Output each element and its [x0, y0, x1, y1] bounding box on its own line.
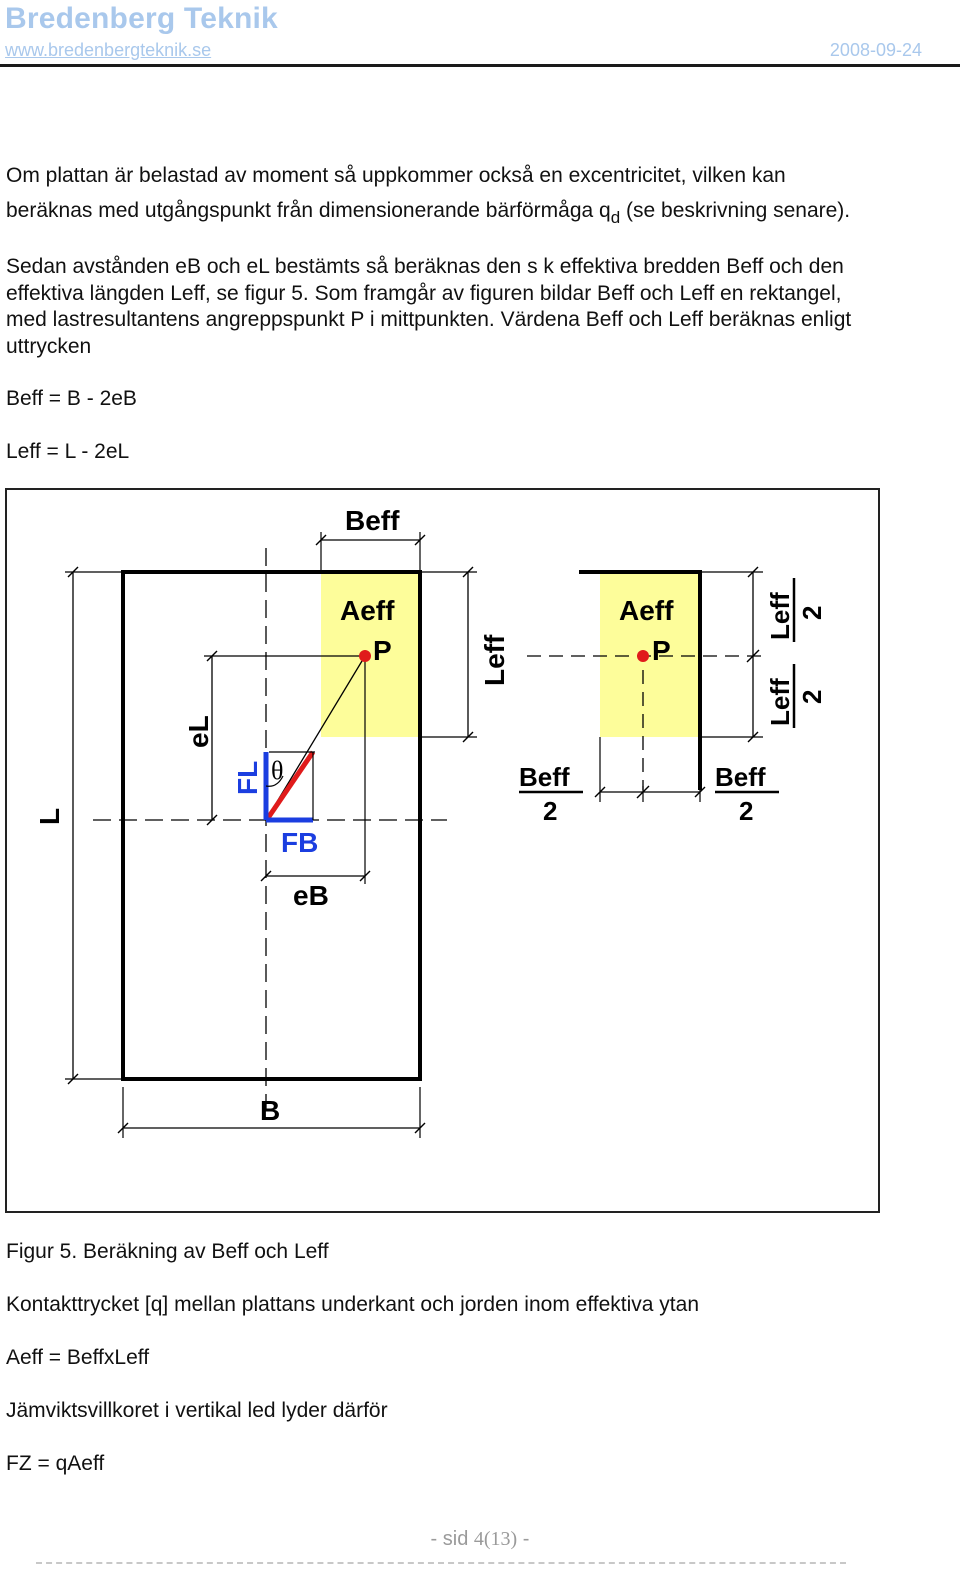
label-leff-half-bot-num: Leff [765, 678, 795, 726]
equation-leff: Leff = L - 2eL [6, 440, 130, 463]
footer-suffix: - [517, 1528, 530, 1550]
header-rule [0, 64, 960, 67]
label-leff: Leff [479, 634, 510, 686]
dim-leff-half-mid-tick [746, 649, 760, 663]
figure-5: Beff L B Leff eL eB FL θ FB Aeff P Aeff … [5, 488, 880, 1213]
label-eb: eB [293, 880, 329, 911]
paragraph-2-line-1: Sedan avstånden eB och eL bestämts så be… [6, 255, 844, 278]
equation-aeff: Aeff = BeffxLeff [6, 1346, 150, 1369]
label-aeff-right: Aeff [619, 595, 674, 626]
equation-fz: FZ = qAeff [6, 1452, 105, 1475]
label-beff-half-left-num: Beff [519, 762, 570, 792]
label-b: B [260, 1095, 280, 1126]
footer-rule [36, 1562, 846, 1564]
label-beff-half-right-den: 2 [739, 796, 753, 826]
label-el: eL [183, 715, 214, 748]
label-leff-half-bot-den: 2 [797, 690, 827, 704]
label-leff-half-top-num: Leff [765, 592, 795, 640]
paragraph-1-text-a: beräknas med utgångspunkt från dimension… [6, 199, 611, 222]
label-beff-top: Beff [345, 505, 400, 536]
label-beff-half-left-den: 2 [543, 796, 557, 826]
theta-arc [265, 775, 284, 787]
page-footer: - sid 4(13) - [0, 1528, 960, 1551]
effective-area-right [600, 572, 700, 737]
figure-5-drawing: Beff L B Leff eL eB FL θ FB Aeff P Aeff … [34, 505, 827, 1138]
figure-caption: Figur 5. Beräkning av Beff och Leff [6, 1240, 329, 1263]
footer-page-number: 4(13) [473, 1528, 518, 1550]
plate-outline [121, 570, 422, 1081]
footer-prefix: - sid [430, 1528, 474, 1550]
label-theta: θ [271, 756, 283, 785]
subscript-d: d [610, 208, 621, 227]
paragraph-1-text-b: (se beskrivning senare). [620, 199, 851, 222]
resultant-arrow [265, 750, 316, 820]
label-p-right: P [652, 635, 671, 666]
point-p-right [637, 650, 649, 662]
paragraph-2-line-3: med lastresultantens angreppspunkt P i m… [6, 308, 852, 331]
header-url-link[interactable]: www.bredenbergteknik.se [5, 40, 212, 60]
paragraph-1-line-2: beräknas med utgångspunkt från dimension… [6, 198, 851, 227]
header-date: 2008-09-24 [829, 40, 922, 60]
label-aeff-left: Aeff [340, 595, 395, 626]
label-beff-half-right-num: Beff [715, 762, 766, 792]
equation-beff: Beff = B - 2eB [6, 387, 137, 410]
paragraph-1-line-1: Om plattan är belastad av moment så uppk… [6, 164, 786, 187]
point-p-left [359, 650, 371, 662]
paragraph-4: Jämviktsvillkoret i vertikal led lyder d… [6, 1399, 388, 1422]
label-fb: FB [281, 827, 318, 858]
label-fl: FL [232, 761, 263, 795]
paragraph-2-line-4: uttrycken [6, 335, 92, 358]
paragraph-2-line-2: effektiva längden Leff, se figur 5. Som … [6, 282, 842, 305]
label-leff-half-top-den: 2 [797, 606, 827, 620]
paragraph-3: Kontakttrycket [q] mellan plattans under… [6, 1293, 699, 1316]
label-l: L [34, 808, 65, 825]
label-p-left: P [373, 635, 392, 666]
header-brand: Bredenberg Teknik [5, 2, 278, 35]
